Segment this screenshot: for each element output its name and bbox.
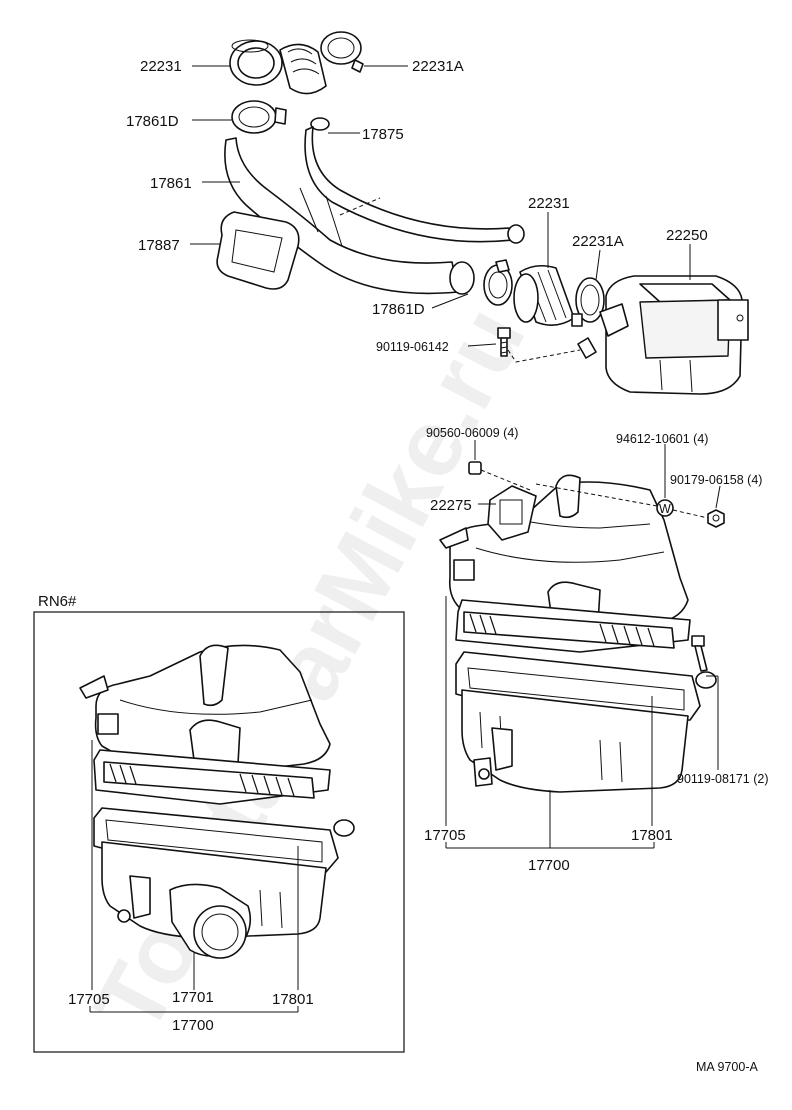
washer-94612-10601: W	[535, 483, 709, 519]
label-90179-06158: 90179-06158 (4)	[670, 473, 762, 487]
label-90119-06142: 90119-06142	[376, 340, 449, 354]
label-22231-mid: 22231	[528, 195, 570, 212]
label-17875: 17875	[362, 126, 404, 143]
label-17705-right: 17705	[424, 827, 466, 844]
label-94612-10601: 94612-10601 (4)	[616, 432, 708, 446]
label-22250: 22250	[666, 227, 708, 244]
label-90560-06009: 90560-06009 (4)	[426, 426, 518, 440]
filter-element-hatch-left	[109, 763, 295, 797]
breather-hose-17875	[304, 117, 525, 244]
label-rn6: RN6#	[38, 593, 77, 610]
bellows-22231A-top	[279, 31, 364, 95]
air-flow-meter-22250	[577, 275, 749, 395]
nut-90560-06009	[468, 461, 531, 491]
label-17887: 17887	[138, 237, 180, 254]
top-intake-hose-group	[216, 31, 749, 395]
label-17700-left: 17700	[172, 1017, 214, 1034]
label-17705-left: 17705	[68, 991, 110, 1008]
nut-90179-06158	[707, 509, 725, 528]
label-22275: 22275	[430, 497, 472, 514]
diagram-code: MA 9700-A	[696, 1060, 759, 1074]
hose-clamp-22231A-mid	[571, 277, 605, 327]
label-17700-right: 17700	[528, 857, 570, 874]
hose-clamp-17861D-mid	[483, 259, 513, 306]
filter-element-hatch-right	[469, 613, 655, 647]
hose-clamp-22231-top	[229, 39, 283, 86]
hose-clamp-17861D-top	[231, 100, 287, 134]
rn6-frame	[33, 611, 405, 1053]
air-cleaner-right: W	[439, 461, 725, 793]
label-17861D-mid: 17861D	[372, 301, 425, 318]
inlet-pipe-17701	[169, 883, 252, 959]
label-22231A-mid: 22231A	[572, 233, 624, 250]
bolt-90119-08171	[691, 635, 708, 672]
part-labels: 22231 22231A 17861D 17875 17861 17887 22…	[38, 58, 769, 1074]
washer-mark: W	[659, 502, 671, 516]
label-17861: 17861	[150, 175, 192, 192]
label-22231-top: 22231	[140, 58, 182, 75]
label-17801-right: 17801	[631, 827, 673, 844]
label-17801-left: 17801	[272, 991, 314, 1008]
air-cleaner-left	[79, 644, 355, 959]
air-duct-17887	[216, 211, 300, 290]
hose-22231-mid	[513, 264, 575, 326]
bolt-90119-06142	[497, 327, 581, 363]
label-17861D-top: 17861D	[126, 113, 179, 130]
label-17701-left: 17701	[172, 989, 214, 1006]
air-hose-17861	[224, 137, 475, 295]
label-90119-08171: 90119-08171 (2)	[677, 772, 769, 786]
leader-lines	[89, 65, 721, 1013]
label-22231A-top: 22231A	[412, 58, 464, 75]
